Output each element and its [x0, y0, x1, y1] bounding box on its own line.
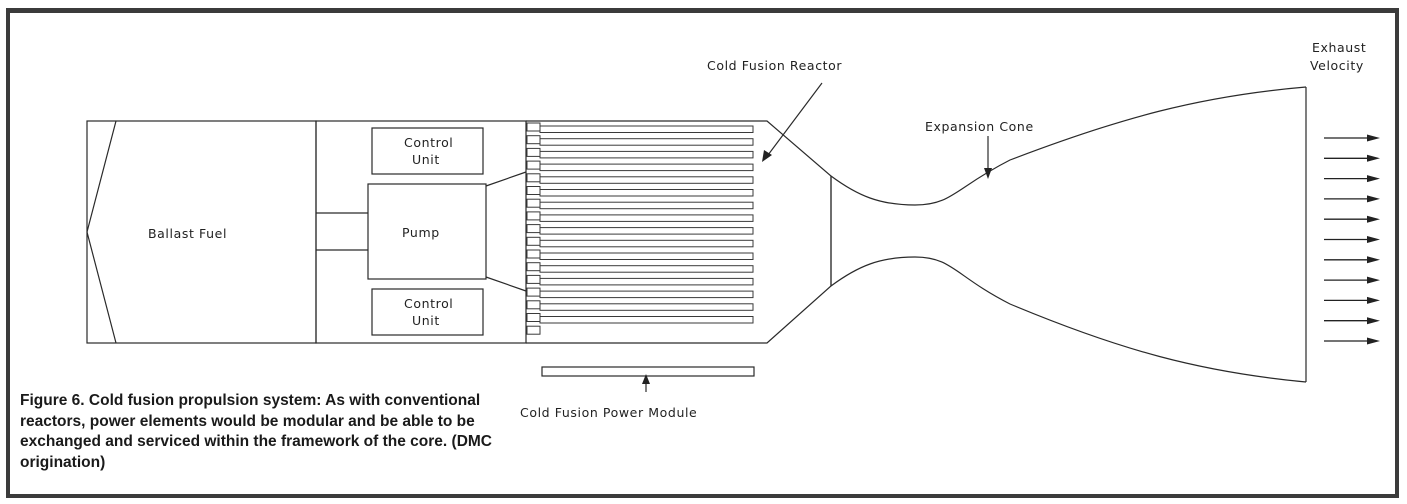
exhaust-arrow-head	[1367, 236, 1380, 243]
fuel-rod	[539, 316, 754, 324]
cold-fusion-power-module: Cold Fusion Power Module	[520, 366, 755, 420]
ballast-fuel-tank: Ballast Fuel	[86, 120, 317, 344]
exhaust-arrow-head	[1367, 296, 1380, 304]
control-unit-bottom-line1: Control	[404, 296, 453, 311]
fuel-rod	[539, 176, 754, 184]
ballast-fuel-label: Ballast Fuel	[148, 226, 227, 241]
reactor-pointer	[767, 82, 823, 156]
fuel-rod	[539, 303, 754, 311]
fuel-rod	[539, 252, 754, 260]
control-unit-bottom-line2: Unit	[412, 313, 440, 328]
fuel-rod-cap	[526, 211, 541, 221]
fuel-rod-cap	[526, 160, 541, 170]
pump-box	[367, 183, 487, 280]
exhaust-arrow-head	[1367, 154, 1380, 162]
fuel-rod-cap	[526, 224, 541, 234]
fuel-rod	[539, 150, 754, 159]
fuel-rod-cap	[526, 325, 541, 335]
power-module-box	[541, 366, 755, 377]
figure-caption: Figure 6. Cold fusion propulsion system:…	[20, 392, 492, 471]
power-module-label: Cold Fusion Power Module	[520, 405, 697, 420]
control-unit-top-line1: Control	[404, 135, 453, 150]
fuel-rod-cap	[526, 135, 541, 145]
fuel-rod-cap	[526, 287, 541, 297]
exhaust-arrow-head	[1367, 175, 1380, 183]
exhaust-arrow-head	[1367, 337, 1380, 345]
fuel-rods	[526, 122, 754, 335]
cold-fusion-reactor-label: Cold Fusion Reactor	[707, 58, 842, 73]
fuel-rod-cap	[526, 249, 541, 259]
fuel-rod-cap	[526, 262, 541, 272]
control-unit-top	[371, 127, 484, 175]
fuel-rod	[539, 290, 754, 299]
control-unit-top-line2: Unit	[412, 152, 440, 167]
exhaust-velocity: Exhaust Velocity	[1310, 40, 1380, 345]
fuel-rod-cap	[526, 173, 541, 183]
fuel-rod-cap	[526, 300, 541, 310]
fuel-rod-cap	[526, 198, 541, 208]
exhaust-label-line2: Velocity	[1310, 58, 1364, 73]
pump-section: Pump Control Unit Control Unit	[315, 120, 527, 344]
reactor-pointer-head	[762, 150, 772, 162]
fuel-rod	[539, 138, 754, 146]
fuel-rod-cap	[526, 122, 541, 132]
exhaust-arrow-head	[1367, 195, 1380, 203]
expansion-cone-label: Expansion Cone	[925, 119, 1034, 134]
exhaust-arrows	[1324, 134, 1380, 345]
pump-label: Pump	[402, 225, 440, 240]
control-unit-bottom	[371, 288, 484, 336]
cold-fusion-reactor: Cold Fusion Reactor	[526, 58, 842, 344]
expansion-cone-pointer-head	[984, 168, 992, 179]
fuel-rod	[539, 201, 754, 210]
fuel-rod	[539, 265, 754, 273]
fuel-rod-cap	[526, 313, 541, 322]
exhaust-arrow-head	[1367, 215, 1380, 223]
fuel-rod-cap	[526, 186, 541, 195]
exhaust-arrow-head	[1367, 134, 1380, 142]
fuel-rod	[539, 163, 754, 172]
fuel-rod	[539, 277, 754, 286]
fuel-rod	[539, 227, 754, 235]
fuel-rod	[539, 189, 754, 197]
fuel-rod	[539, 125, 754, 133]
expansion-cone-nozzle: Expansion Cone	[830, 86, 1307, 383]
exhaust-arrow-head	[1367, 276, 1380, 284]
exhaust-arrow-head	[1367, 256, 1380, 264]
fuel-rod-cap	[526, 274, 541, 284]
fuel-rod-cap	[526, 236, 541, 246]
fuel-rod-cap	[526, 147, 541, 157]
exhaust-label-line1: Exhaust	[1312, 40, 1366, 55]
power-module-pointer-head	[642, 374, 650, 384]
fuel-rod	[539, 214, 754, 222]
fuel-rod	[539, 239, 754, 248]
exhaust-arrow-head	[1367, 317, 1380, 325]
